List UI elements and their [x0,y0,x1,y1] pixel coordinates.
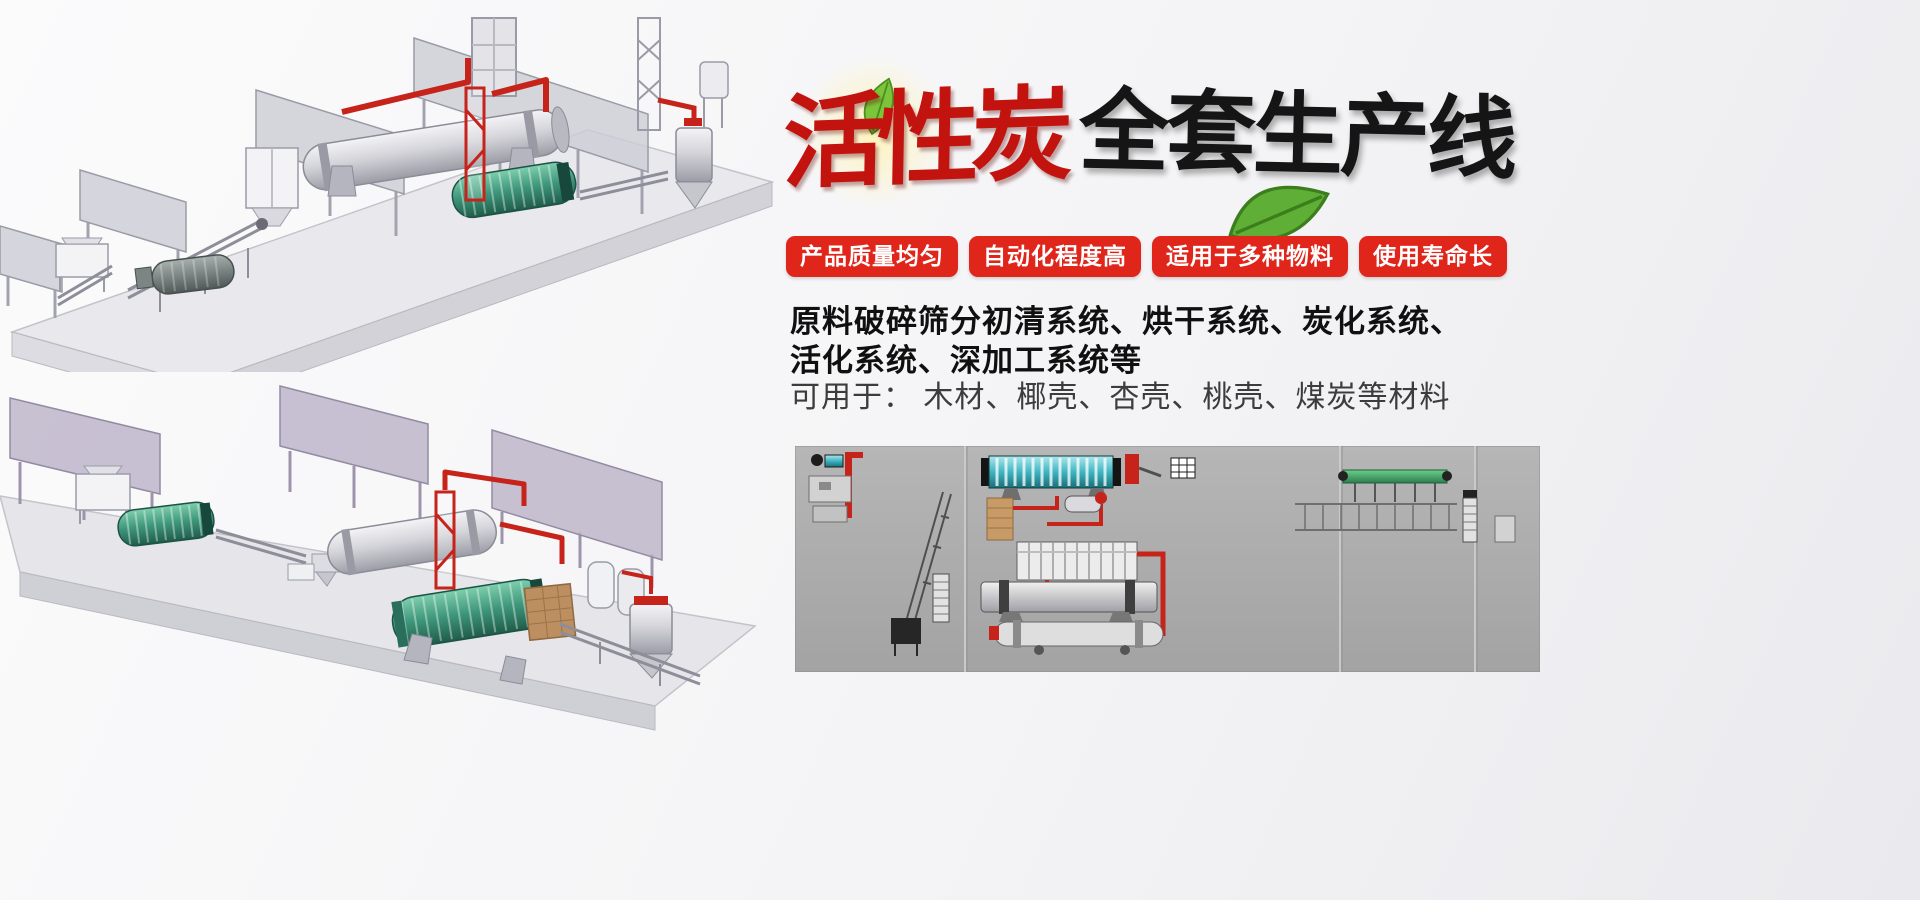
schematic-cooler [981,454,1196,500]
schematic-elevator-line [891,491,952,656]
panel-seams [964,446,1478,672]
screening-drum [117,501,215,547]
transfer-conveyor [579,170,669,201]
support-frame [471,17,517,97]
feeder-cabinet [245,147,299,227]
schematic-packing-line [1295,469,1516,543]
leaf-icon [863,77,894,136]
schematic-carbonizer [989,620,1164,655]
outfeed-conveyor [57,264,113,307]
title-highlight: 活性炭 [781,77,1067,201]
brick-kiln [523,582,577,642]
schematic-dryer [980,580,1158,622]
production-line-render-top [0,17,775,372]
feature-badges: 产品质量均匀 自动化程度高 适用于多种物料 使用寿命长 [786,236,1507,277]
drum-stands [403,633,527,685]
page-title: 活性炭 全套生产线 [782,77,1515,201]
mid-conveyor [215,528,307,565]
badge-quality: 产品质量均匀 [786,236,958,277]
crusher-drum [134,254,235,295]
wall-panels [9,385,663,562]
bucket-elevator [464,86,486,202]
cyclone-furnace [657,61,729,209]
system-description-line1: 原料破碎筛分初清系统、烘干系统、炭化系统、 [790,304,1462,339]
badge-automation: 自动化程度高 [969,236,1141,277]
schematic-panel [794,445,1541,673]
applicable-materials: 可用于： 木材、椰壳、杏壳、桃壳、煤炭等材料 [790,381,1451,414]
schematic-hot-stove [986,497,1014,541]
schematic-diagram [794,445,1541,673]
badge-lifespan: 使用寿命长 [1359,236,1507,277]
discharge-conveyor [559,622,701,686]
control-boxes [287,563,315,581]
schematic-pipe-pump [1013,492,1107,526]
schematic-feed-unit [808,452,863,523]
title-main: 全套生产线 [1078,81,1516,191]
feed-hopper-box [55,237,109,292]
lattice-tower [637,17,661,131]
red-piping [341,58,549,115]
system-description-line2: 活化系统、深加工系统等 [790,343,1142,378]
badge-materials: 适用于多种物料 [1152,236,1348,277]
production-line-render-bottom [0,385,757,731]
bucket-elevator [434,490,456,590]
red-piping [442,469,565,564]
